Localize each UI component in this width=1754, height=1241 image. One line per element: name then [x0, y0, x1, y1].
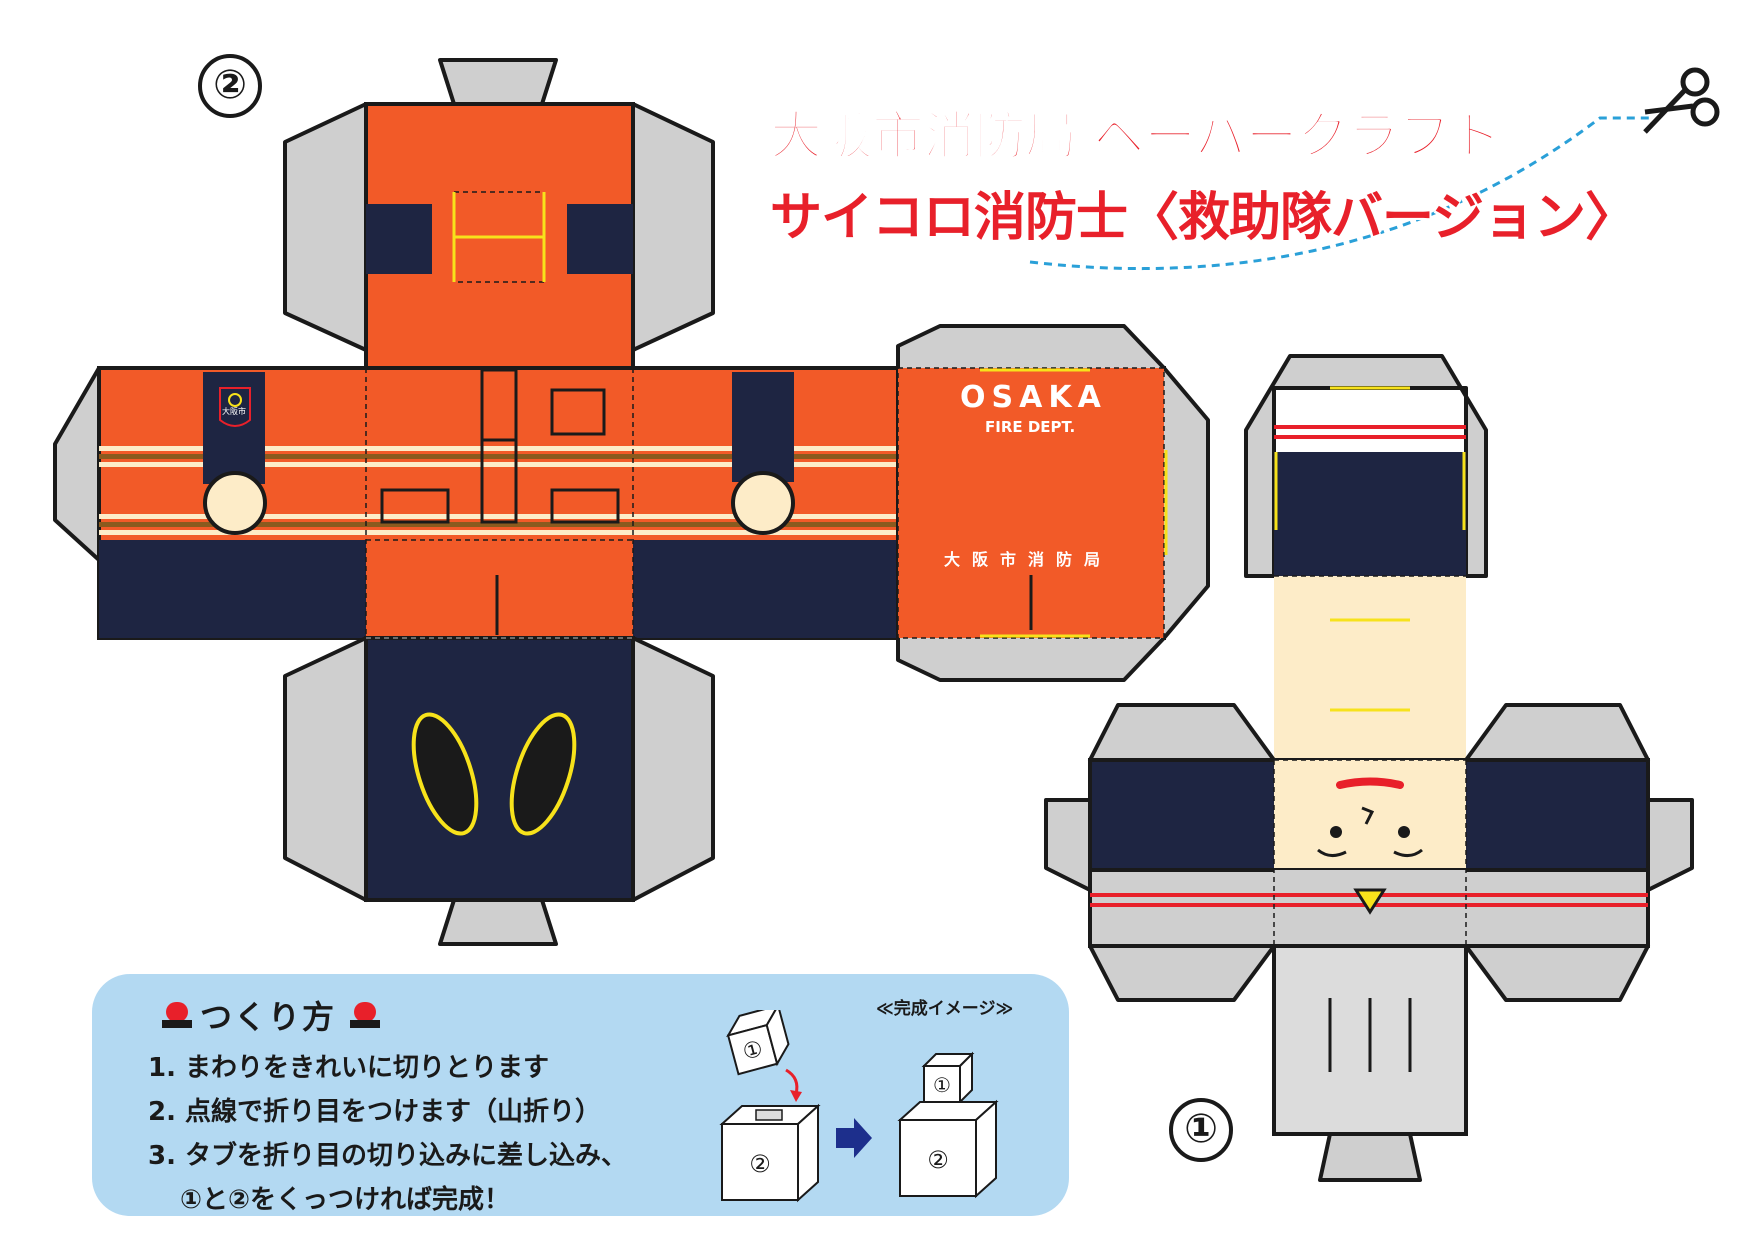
page-title: 大阪市消防局 ペーパークラフト サイコロ消防士〈救助隊バージョン〉: [769, 94, 1670, 250]
part2-label: ②: [213, 62, 247, 108]
step-1: 1. まわりをきれいに切りとります: [148, 1053, 550, 1083]
neck-face: [1274, 576, 1466, 760]
tab: [1088, 703, 1276, 762]
bottom-face: [364, 636, 635, 902]
tab: [1088, 944, 1276, 1002]
tab: [631, 636, 715, 902]
tab: [1646, 798, 1694, 892]
button-circle: [731, 471, 795, 535]
title-line-1: 大阪市消防局 ペーパークラフト: [769, 106, 1503, 168]
instructions-panel: つくり方 1. まわりをきれいに切りとります 2. 点線で折り目をつけます（山折…: [92, 974, 1069, 1216]
mouth-icon: [1336, 777, 1404, 789]
siren-icon: [350, 996, 380, 1028]
window: [366, 204, 432, 274]
emblem-label: 大阪市: [222, 407, 246, 416]
tab: [438, 898, 558, 946]
instructions-heading: つくり方: [200, 998, 337, 1036]
cube-label-top-assembled: ①: [933, 1073, 951, 1097]
boot-sole-icon: [509, 712, 577, 836]
helmet: [1274, 452, 1466, 576]
step-3-cont: ①と②をくっつければ完成！: [180, 1185, 511, 1215]
tab: [53, 366, 101, 562]
window: [567, 204, 633, 274]
back-fire-dept-text: FIRE DEPT.: [985, 418, 1076, 436]
instructions-steps: 1. まわりをきれいに切りとります 2. 点線で折り目をつけます（山折り） 3.…: [148, 1046, 627, 1222]
badge-icon: [1353, 888, 1387, 915]
siren-icon: [162, 996, 192, 1028]
tab: [283, 636, 368, 902]
back-osaka-text: OSAKA: [960, 380, 1107, 415]
tab: [1464, 703, 1650, 762]
part1-label-circle: [1169, 1098, 1233, 1162]
tab: [1318, 1132, 1422, 1182]
button-circle: [203, 471, 267, 535]
strap: [732, 372, 794, 482]
scissors-icon: [1643, 67, 1720, 134]
assembly-diagram: ① ② ① ②: [719, 1010, 999, 1203]
step-2: 2. 点線で折り目をつけます（山折り）: [148, 1097, 602, 1127]
eye-icon: [1398, 826, 1410, 838]
completion-caption: ≪完成イメージ≫: [876, 999, 1014, 1019]
next-arrow-icon: [836, 1118, 872, 1158]
step-3: 3. タブを折り目の切り込みに差し込み、: [148, 1141, 628, 1171]
part1-head-net: [1044, 354, 1694, 1182]
tab: [631, 102, 715, 352]
eye-icon: [1330, 826, 1342, 838]
boot-sole-icon: [411, 712, 479, 836]
part1-label: ①: [1184, 1106, 1218, 1152]
tab: [438, 58, 558, 106]
tab: [283, 102, 368, 352]
part2-body-net: [53, 58, 1210, 946]
cube-label-bottom-assembled: ②: [927, 1146, 949, 1174]
cube-label-bottom: ②: [749, 1150, 771, 1178]
back-jp-text: 大阪市消防局: [944, 550, 1113, 569]
title-line-2: サイコロ消防士〈救助隊バージョン〉: [770, 188, 1637, 248]
part2-label-circle: [198, 54, 262, 118]
tab: [1464, 944, 1650, 1002]
cut-guide: [1029, 116, 1650, 271]
tab: [1044, 798, 1092, 892]
